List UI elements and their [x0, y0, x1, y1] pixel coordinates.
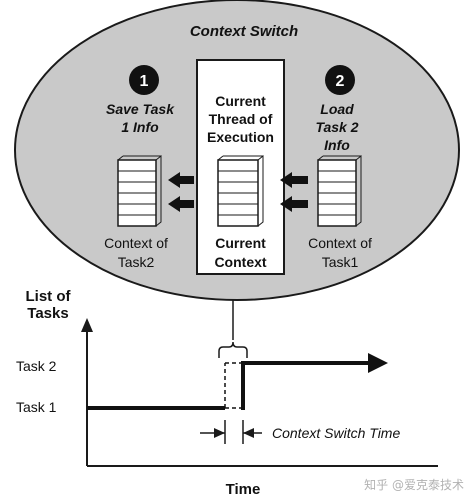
x-axis-label: Time — [226, 481, 261, 498]
timeline-axes — [81, 318, 438, 467]
right-stack-label-line2: Task1 — [322, 254, 359, 270]
step-2-number: 2 — [336, 73, 345, 90]
step-1-label-line1: Save Task — [106, 101, 175, 117]
context-switch-title: Context Switch — [190, 23, 298, 40]
right-stack-label-line1: Context of — [308, 235, 372, 251]
left-stack-label-line1: Context of — [104, 235, 168, 251]
center-top-line1: Current — [215, 93, 266, 109]
step-2-label-line3: Info — [324, 137, 350, 153]
switch-time-label: Context Switch Time — [272, 425, 400, 441]
center-register-stack — [217, 154, 264, 227]
task-execution-line — [87, 353, 388, 410]
right-register-stack — [317, 154, 362, 227]
step-2-badge: 2 — [325, 65, 355, 95]
switch-bracket — [218, 341, 248, 358]
left-register-stack — [117, 154, 162, 227]
y-axis-label-line2: Tasks — [27, 305, 68, 322]
center-bottom-line2: Context — [214, 254, 266, 270]
center-top-line3: Execution — [207, 129, 274, 145]
left-stack-label-line2: Task2 — [118, 254, 155, 270]
step-1-label-line2: 1 Info — [121, 119, 159, 135]
save-arrows-icon — [168, 172, 194, 212]
step-2-label-line1: Load — [320, 101, 354, 117]
y-axis-label-line1: List of — [26, 288, 72, 305]
task-1-label: Task 1 — [16, 399, 57, 415]
center-top-line2: Thread of — [209, 111, 273, 127]
step-1-number: 1 — [140, 73, 149, 90]
watermark: 知乎 @爱克泰技术 — [364, 478, 464, 492]
center-bottom-line1: Current — [215, 235, 266, 251]
step-2-label-line2: Task 2 — [315, 119, 358, 135]
load-arrows-icon — [280, 172, 308, 212]
step-1-badge: 1 — [129, 65, 159, 95]
switch-time-dimension — [200, 420, 262, 444]
task-2-label: Task 2 — [16, 358, 57, 374]
